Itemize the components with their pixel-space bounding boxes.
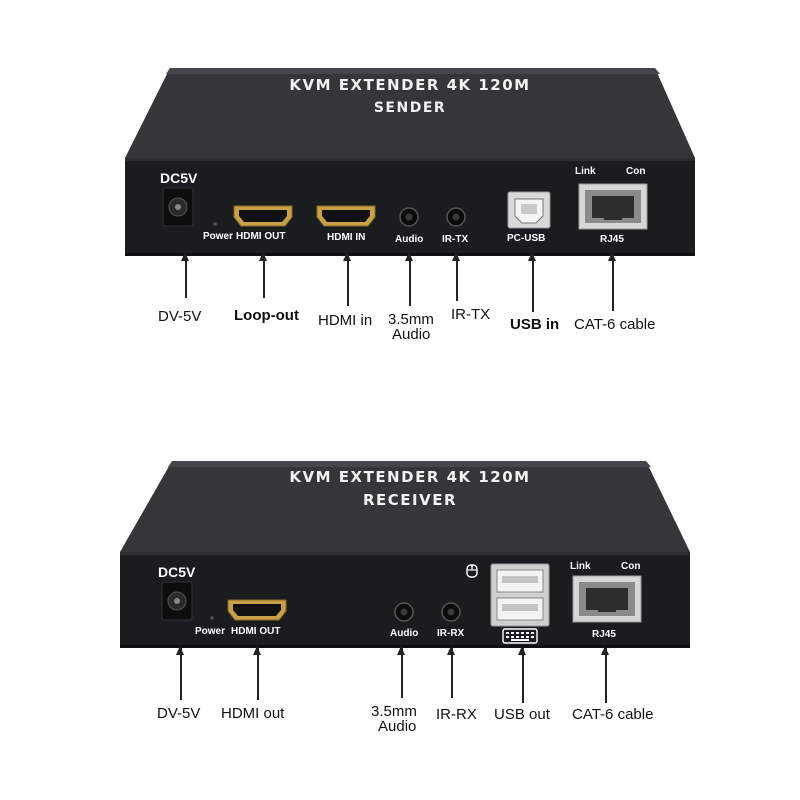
receiver-rj45-arrow — [602, 646, 608, 703]
mouse-icon — [466, 564, 478, 578]
sender-audio-label: Audio — [395, 234, 424, 245]
receiver-con-label: Con — [621, 561, 641, 572]
receiver-ir-arrow — [448, 646, 454, 698]
sender-ir-label: IR-TX — [442, 234, 469, 245]
receiver-power-arrow — [177, 646, 183, 700]
sender-unit: KVM EXTENDER 4K 120M SENDER DC5V Power H… — [125, 68, 695, 343]
sender-link-label: Link — [575, 166, 596, 177]
sender-callout-power: DV-5V — [158, 308, 202, 325]
sender-callout-audio-1: 3.5mm — [388, 311, 434, 328]
sender-power-arrow — [182, 252, 188, 298]
sender-callout-hdmi-in: HDMI in — [318, 312, 373, 329]
receiver-device-body — [120, 461, 690, 648]
sender-ir-arrow — [453, 252, 459, 301]
receiver-hdmi-out-arrow — [254, 646, 260, 700]
receiver-callout-power: DV-5V — [157, 705, 201, 722]
receiver-audio-arrow — [398, 646, 404, 698]
receiver-usb-arrow — [519, 646, 525, 703]
sender-callout-ir: IR-TX — [451, 306, 491, 323]
sender-callout-audio-2: Audio — [392, 326, 431, 343]
sender-callout-rj45: CAT-6 cable — [574, 316, 656, 333]
receiver-ir-label: IR-RX — [437, 628, 465, 639]
sender-callout-hdmi-out: Loop-out — [234, 307, 299, 324]
sender-audio-arrow — [406, 252, 412, 306]
receiver-callout-rj45: CAT-6 cable — [572, 706, 654, 723]
receiver-callout-ir: IR-RX — [436, 706, 477, 723]
receiver-link-label: Link — [570, 561, 591, 572]
sender-con-label: Con — [626, 166, 646, 177]
sender-rj45-arrow — [609, 252, 615, 311]
sender-hdmi-out-arrow — [260, 252, 266, 298]
receiver-rj45-label: RJ45 — [592, 629, 616, 640]
receiver-callout-usb: USB out — [494, 706, 550, 723]
sender-usb-arrow — [529, 252, 535, 312]
receiver-callout-hdmi-out: HDMI out — [221, 705, 285, 722]
sender-power-label: Power — [203, 231, 234, 242]
receiver-hdmi-out-label: HDMI OUT — [231, 626, 281, 637]
sender-callout-usb: USB in — [510, 316, 560, 333]
receiver-unit: KVM EXTENDER 4K 120M RECEIVER DC5V Power… — [0, 400, 800, 800]
sender-device-body — [125, 68, 695, 256]
sender-hdmi-in-arrow — [344, 252, 350, 306]
receiver-callout-audio-2: Audio — [378, 718, 417, 735]
sender-hdmi-out-label: HDMI OUT — [236, 231, 286, 242]
receiver-title: KVM EXTENDER 4K 120M — [289, 468, 531, 486]
receiver-subtitle: RECEIVER — [362, 491, 458, 509]
sender-rj45-label: RJ45 — [600, 234, 624, 245]
receiver-audio-label: Audio — [390, 628, 419, 639]
sender-subtitle: SENDER — [373, 100, 447, 116]
keyboard-icon — [502, 628, 538, 644]
sender-title: KVM EXTENDER 4K 120M — [289, 76, 531, 94]
sender-usb-label: PC-USB — [507, 233, 546, 244]
receiver-power-label: Power — [195, 626, 226, 637]
sender-dc-label: DC5V — [160, 170, 198, 186]
sender-hdmi-in-label: HDMI IN — [327, 232, 366, 243]
receiver-dc-label: DC5V — [158, 564, 196, 580]
receiver-callout-audio-1: 3.5mm — [371, 703, 417, 720]
